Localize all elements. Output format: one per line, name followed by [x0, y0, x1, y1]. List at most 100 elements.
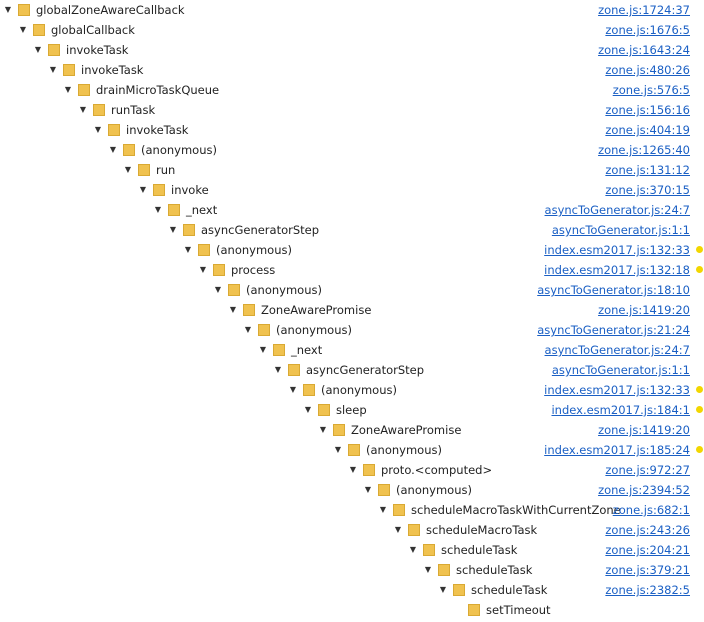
tree-node[interactable]: ▼ZoneAwarePromise: [318, 420, 461, 440]
tree-node[interactable]: ▼invoke: [138, 180, 209, 200]
tree-row[interactable]: ▼scheduleMacroTask zone.js:243:26: [0, 520, 704, 540]
source-link[interactable]: index.esm2017.js:132:33: [544, 383, 690, 397]
expand-arrow-icon[interactable]: ▼: [334, 445, 342, 454]
expand-arrow-icon[interactable]: ▼: [364, 485, 372, 494]
tree-node[interactable]: ▼sleep: [303, 400, 367, 420]
expand-arrow-icon[interactable]: ▼: [19, 25, 27, 34]
expand-arrow-icon[interactable]: ▼: [214, 285, 222, 294]
tree-node[interactable]: ▼_next: [153, 200, 217, 220]
tree-row[interactable]: ▼(anonymous) asyncToGenerator.js:21:24: [0, 320, 704, 340]
tree-node[interactable]: setTimeout: [453, 600, 551, 620]
source-link[interactable]: zone.js:2394:52: [598, 483, 690, 497]
source-link[interactable]: index.esm2017.js:185:24: [544, 443, 690, 457]
tree-node[interactable]: ▼(anonymous): [213, 280, 322, 300]
source-link[interactable]: zone.js:1419:20: [598, 423, 690, 437]
tree-row[interactable]: ▼(anonymous) index.esm2017.js:185:24: [0, 440, 704, 460]
tree-row[interactable]: ▼(anonymous) zone.js:1265:40: [0, 140, 704, 160]
expand-arrow-icon[interactable]: ▼: [259, 345, 267, 354]
source-link[interactable]: asyncToGenerator.js:24:7: [544, 203, 690, 217]
expand-arrow-icon[interactable]: ▼: [229, 305, 237, 314]
source-link[interactable]: zone.js:1643:24: [598, 43, 690, 57]
tree-node[interactable]: ▼(anonymous): [243, 320, 352, 340]
source-link[interactable]: index.esm2017.js:132:33: [544, 243, 690, 257]
source-link[interactable]: zone.js:1265:40: [598, 143, 690, 157]
expand-arrow-icon[interactable]: ▼: [349, 465, 357, 474]
expand-arrow-icon[interactable]: ▼: [4, 5, 12, 14]
expand-arrow-icon[interactable]: ▼: [319, 425, 327, 434]
source-link[interactable]: index.esm2017.js:184:1: [551, 403, 690, 417]
tree-row[interactable]: ▼proto.<computed>zone.js:972:27: [0, 460, 704, 480]
expand-arrow-icon[interactable]: ▼: [169, 225, 177, 234]
source-link[interactable]: asyncToGenerator.js:1:1: [551, 223, 690, 237]
expand-arrow-icon[interactable]: ▼: [184, 245, 192, 254]
tree-node[interactable]: ▼scheduleMacroTaskWithCurrentZone: [378, 500, 621, 520]
expand-arrow-icon[interactable]: ▼: [379, 505, 387, 514]
tree-node[interactable]: ▼scheduleTask: [423, 560, 532, 580]
tree-row[interactable]: ▼asyncGeneratorStep asyncToGenerator.js:1…: [0, 220, 704, 240]
source-link[interactable]: zone.js:156:16: [605, 103, 690, 117]
tree-node[interactable]: ▼scheduleTask: [408, 540, 517, 560]
tree-row[interactable]: ▼sleep index.esm2017.js:184:1: [0, 400, 704, 420]
expand-arrow-icon[interactable]: ▼: [304, 405, 312, 414]
expand-arrow-icon[interactable]: ▼: [244, 325, 252, 334]
tree-row[interactable]: ▼runTask zone.js:156:16: [0, 100, 704, 120]
tree-node[interactable]: ▼runTask: [78, 100, 155, 120]
tree-node[interactable]: ▼globalZoneAwareCallback: [3, 0, 185, 20]
source-link[interactable]: zone.js:204:21: [605, 543, 690, 557]
expand-arrow-icon[interactable]: ▼: [274, 365, 282, 374]
source-link[interactable]: index.esm2017.js:132:18: [544, 263, 690, 277]
source-link[interactable]: zone.js:1724:37: [598, 3, 690, 17]
tree-row[interactable]: setTimeout: [0, 600, 704, 620]
source-link[interactable]: zone.js:576:5: [612, 83, 690, 97]
expand-arrow-icon[interactable]: ▼: [49, 65, 57, 74]
source-link[interactable]: zone.js:379:21: [605, 563, 690, 577]
tree-row[interactable]: ▼(anonymous) index.esm2017.js:132:33: [0, 380, 704, 400]
tree-node[interactable]: ▼_next: [258, 340, 322, 360]
expand-arrow-icon[interactable]: ▼: [109, 145, 117, 154]
source-link[interactable]: zone.js:1419:20: [598, 303, 690, 317]
tree-row[interactable]: ▼globalZoneAwareCallback zone.js:1724:37: [0, 0, 704, 20]
tree-node[interactable]: ▼invokeTask: [48, 60, 144, 80]
tree-node[interactable]: ▼(anonymous): [363, 480, 472, 500]
expand-arrow-icon[interactable]: ▼: [94, 125, 102, 134]
source-link[interactable]: asyncToGenerator.js:1:1: [551, 363, 690, 377]
source-link[interactable]: zone.js:370:15: [605, 183, 690, 197]
source-link[interactable]: zone.js:243:26: [605, 523, 690, 537]
expand-arrow-icon[interactable]: ▼: [394, 525, 402, 534]
tree-row[interactable]: ▼drainMicroTaskQueue zone.js:576:5: [0, 80, 704, 100]
source-link[interactable]: zone.js:1676:5: [605, 23, 690, 37]
tree-node[interactable]: ▼scheduleTask: [438, 580, 547, 600]
expand-arrow-icon[interactable]: ▼: [139, 185, 147, 194]
tree-node[interactable]: ▼proto.<computed>: [348, 460, 492, 480]
tree-row[interactable]: ▼scheduleTask zone.js:2382:5: [0, 580, 704, 600]
tree-row[interactable]: ▼(anonymous) asyncToGenerator.js:18:10: [0, 280, 704, 300]
source-link[interactable]: zone.js:682:1: [612, 503, 690, 517]
tree-node[interactable]: ▼invokeTask: [93, 120, 189, 140]
expand-arrow-icon[interactable]: ▼: [439, 585, 447, 594]
expand-arrow-icon[interactable]: ▼: [424, 565, 432, 574]
expand-arrow-icon[interactable]: ▼: [79, 105, 87, 114]
tree-row[interactable]: ▼globalCallback zone.js:1676:5: [0, 20, 704, 40]
tree-row[interactable]: ▼(anonymous)index.esm2017.js:132:33: [0, 240, 704, 260]
tree-row[interactable]: ▼invoke zone.js:370:15: [0, 180, 704, 200]
tree-node[interactable]: ▼globalCallback: [18, 20, 135, 40]
expand-arrow-icon[interactable]: ▼: [289, 385, 297, 394]
source-link[interactable]: asyncToGenerator.js:18:10: [537, 283, 690, 297]
tree-node[interactable]: ▼asyncGeneratorStep: [168, 220, 319, 240]
source-link[interactable]: asyncToGenerator.js:21:24: [537, 323, 690, 337]
tree-node[interactable]: ▼(anonymous): [333, 440, 442, 460]
tree-row[interactable]: ▼_next asyncToGenerator.js:24:7: [0, 200, 704, 220]
tree-node[interactable]: ▼(anonymous): [288, 380, 397, 400]
expand-arrow-icon[interactable]: ▼: [34, 45, 42, 54]
expand-arrow-icon[interactable]: ▼: [124, 165, 132, 174]
source-link[interactable]: zone.js:2382:5: [605, 583, 690, 597]
tree-node[interactable]: ▼drainMicroTaskQueue: [63, 80, 219, 100]
expand-arrow-icon[interactable]: ▼: [64, 85, 72, 94]
tree-node[interactable]: ▼scheduleMacroTask: [393, 520, 537, 540]
tree-node[interactable]: ▼ZoneAwarePromise: [228, 300, 371, 320]
tree-node[interactable]: ▼(anonymous): [108, 140, 217, 160]
